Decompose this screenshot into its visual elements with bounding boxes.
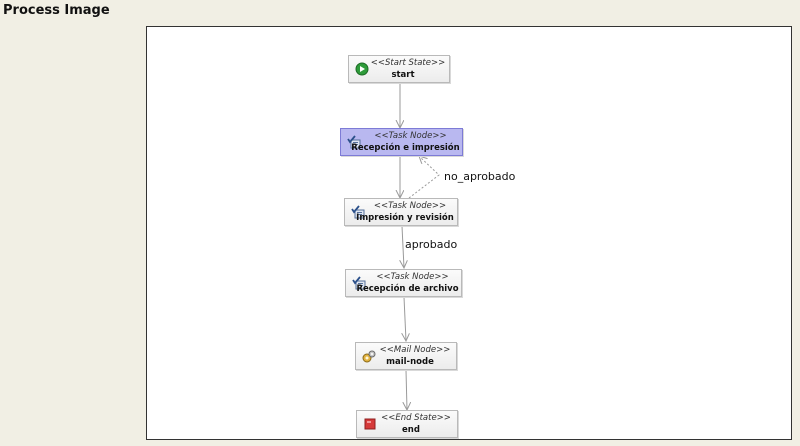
node-mail[interactable]: <<Mail Node>> mail-node: [355, 342, 457, 370]
edge-aprobado[interactable]: [402, 225, 404, 268]
node-name: Recepción de archivo: [356, 284, 459, 294]
node-recepcion-de-archivo[interactable]: <<Task Node>> Recepción de archivo: [345, 269, 462, 297]
edge-mail-to-end[interactable]: [406, 369, 407, 410]
node-end[interactable]: <<End State>> end: [356, 410, 458, 438]
edge-archivo-to-mail[interactable]: [404, 296, 406, 341]
node-stereotype: <<Task Node>>: [376, 272, 449, 282]
node-start[interactable]: <<Start State>> start: [348, 55, 450, 83]
node-name: Recepción e impresión: [351, 143, 460, 153]
transition-label-no-aprobado: no_aprobado: [444, 170, 516, 183]
node-name: mail-node: [386, 357, 434, 367]
page-title: Process Image: [3, 3, 110, 18]
node-stereotype: <<Task Node>>: [374, 131, 447, 141]
play-icon: [355, 62, 369, 76]
node-impresion-y-revision[interactable]: <<Task Node>> Impresión y revisión: [344, 198, 458, 226]
task-check-icon: [347, 135, 361, 149]
node-name: end: [402, 425, 420, 435]
node-stereotype: <<Mail Node>>: [379, 345, 451, 355]
edge-no-aprobado[interactable]: [408, 156, 440, 199]
node-name: start: [391, 70, 415, 80]
node-name: Impresión y revisión: [356, 213, 454, 223]
process-diagram-canvas: <<Start State>> start <<Task Node>> Rece…: [146, 26, 792, 440]
node-recepcion-e-impresion[interactable]: <<Task Node>> Recepción e impresión: [340, 128, 463, 156]
node-stereotype: <<Start State>>: [370, 58, 446, 68]
mail-gear-icon: [362, 350, 376, 363]
stop-icon: [364, 418, 376, 430]
transition-label-aprobado: aprobado: [405, 238, 458, 251]
task-check-icon: [351, 205, 365, 219]
node-stereotype: <<End State>>: [381, 413, 451, 423]
task-check-icon: [352, 276, 366, 290]
node-stereotype: <<Task Node>>: [373, 201, 447, 211]
transition-edges: [147, 83, 440, 440]
